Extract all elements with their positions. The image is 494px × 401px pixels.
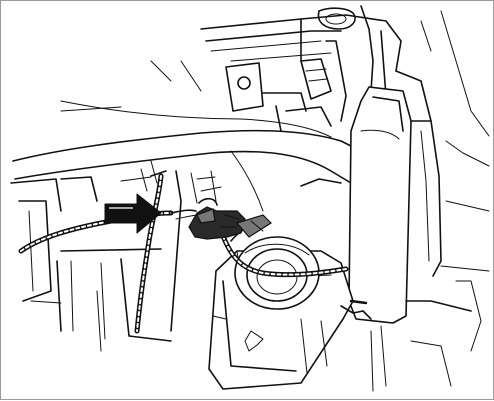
- connector-component-icon: [188, 197, 272, 240]
- pointer-arrow-icon: [104, 193, 162, 234]
- cross-member: [12, 100, 362, 212]
- background-details: [30, 60, 368, 352]
- left-structure: [10, 160, 217, 342]
- vertical-panel: [348, 86, 490, 392]
- upper-bracket-assembly: [200, 5, 490, 137]
